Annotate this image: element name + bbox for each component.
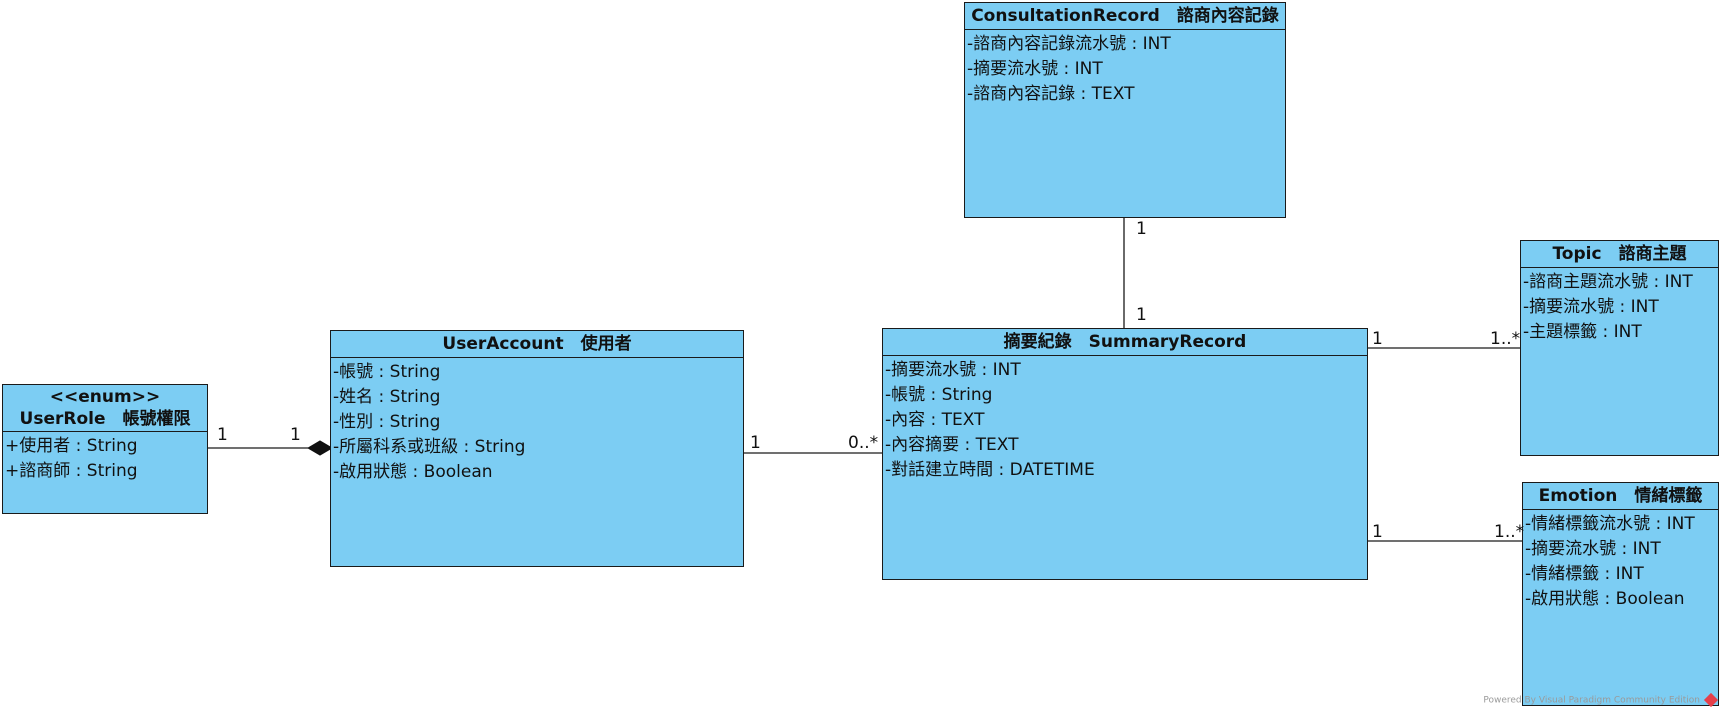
class-consultation-record[interactable]: ConsultationRecord 諮商內容記錄 -諮商內容記錄流水號 : I… (964, 2, 1286, 218)
attribute: -帳號 : String (333, 362, 441, 382)
attribute: -內容摘要 : TEXT (885, 435, 1019, 455)
visual-paradigm-logo-icon (1703, 692, 1719, 707)
attribute: -啟用狀態 : Boolean (1525, 589, 1685, 609)
stereotype-label: <<enum>> (49, 387, 161, 407)
class-name: UserRole 帳號權限 (19, 409, 191, 429)
multiplicity-label: 1..* (1490, 329, 1521, 349)
attribute: +諮商師 : String (5, 461, 138, 481)
attribute: -摘要流水號 : INT (885, 360, 1021, 380)
class-summary-record[interactable]: 摘要紀錄 SummaryRecord -摘要流水號 : INT -帳號 : St… (882, 328, 1368, 580)
attribute: -對話建立時間 : DATETIME (885, 460, 1095, 480)
footer-text: Powered By Visual Paradigm Community Edi… (1483, 695, 1700, 705)
attribute: -諮商內容記錄 : TEXT (967, 84, 1135, 104)
multiplicity-label: 1 (290, 425, 301, 445)
attribute: -諮商內容記錄流水號 : INT (967, 34, 1171, 54)
attribute: -摘要流水號 : INT (967, 59, 1103, 79)
multiplicity-label: 1 (1136, 305, 1147, 325)
class-user-role-enum[interactable]: <<enum>> UserRole 帳號權限 +使用者 : String +諮商… (2, 384, 208, 514)
attribute: -主題標籤 : INT (1523, 322, 1642, 342)
class-emotion[interactable]: Emotion 情緒標籤 -情緒標籤流水號 : INT -摘要流水號 : INT… (1522, 482, 1719, 706)
class-title: <<enum>> UserRole 帳號權限 (3, 385, 207, 432)
class-title: Emotion 情緒標籤 (1523, 483, 1718, 510)
powered-by-footer: Powered By Visual Paradigm Community Edi… (1483, 692, 1719, 707)
multiplicity-label: 1..* (1494, 522, 1525, 542)
class-title: Topic 諮商主題 (1521, 241, 1718, 268)
multiplicity-label: 1 (217, 425, 228, 445)
multiplicity-label: 1 (1372, 329, 1383, 349)
attribute: -摘要流水號 : INT (1525, 539, 1661, 559)
multiplicity-label: 1 (750, 433, 761, 453)
class-title: 摘要紀錄 SummaryRecord (883, 329, 1367, 356)
multiplicity-label: 0..* (848, 433, 879, 453)
class-title: ConsultationRecord 諮商內容記錄 (965, 3, 1285, 30)
class-title: UserAccount 使用者 (331, 331, 743, 358)
attribute: -所屬科系或班級 : String (333, 437, 526, 457)
attribute: -摘要流水號 : INT (1523, 297, 1659, 317)
attribute: -帳號 : String (885, 385, 993, 405)
class-user-account[interactable]: UserAccount 使用者 -帳號 : String -姓名 : Strin… (330, 330, 744, 567)
attribute: -內容 : TEXT (885, 410, 985, 430)
multiplicity-label: 1 (1136, 219, 1147, 239)
multiplicity-label: 1 (1372, 522, 1383, 542)
attribute: -姓名 : String (333, 387, 441, 407)
attribute: -啟用狀態 : Boolean (333, 462, 493, 482)
attribute: -情緒標籤 : INT (1525, 564, 1644, 584)
composition-diamond (307, 440, 333, 456)
attribute: +使用者 : String (5, 436, 138, 456)
attribute: -諮商主題流水號 : INT (1523, 272, 1693, 292)
class-topic[interactable]: Topic 諮商主題 -諮商主題流水號 : INT -摘要流水號 : INT -… (1520, 240, 1719, 456)
attribute: -情緒標籤流水號 : INT (1525, 514, 1695, 534)
attribute: -性別 : String (333, 412, 441, 432)
